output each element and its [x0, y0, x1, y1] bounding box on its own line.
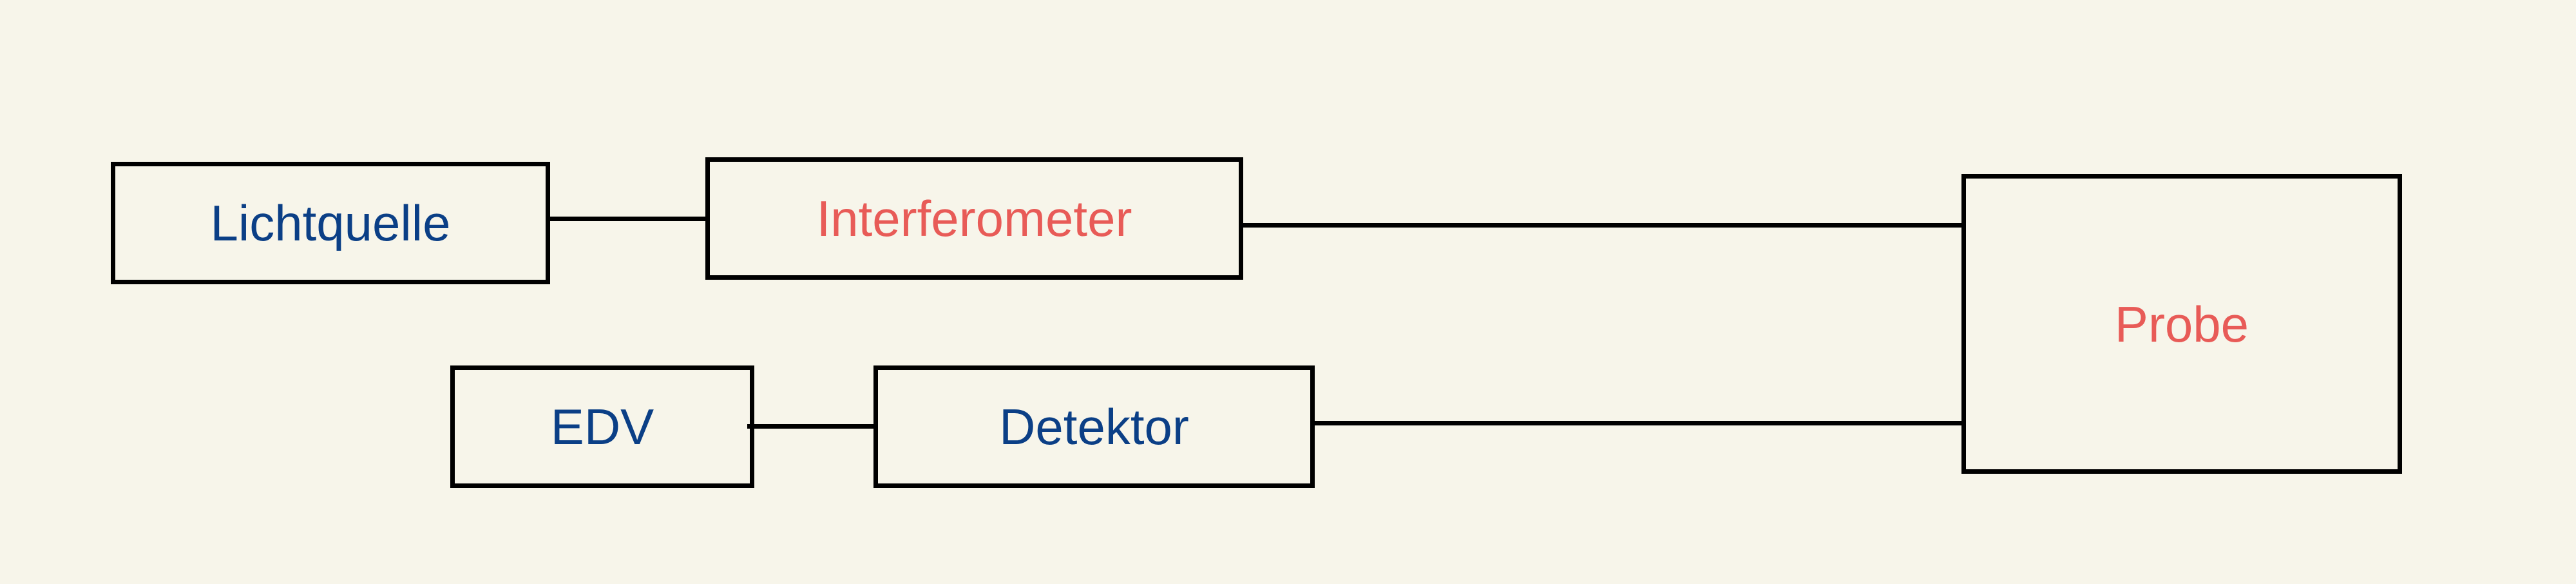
edv-box: EDV: [450, 365, 754, 488]
connector-lichtquelle-interferometer: [550, 217, 705, 221]
connector-edv-detektor: [747, 424, 873, 429]
interferometer-label: Interferometer: [816, 190, 1132, 247]
lichtquelle-box: Lichtquelle: [111, 162, 550, 284]
interferometer-box: Interferometer: [705, 157, 1243, 280]
connector-interferometer-probe: [1243, 223, 1961, 228]
connector-detektor-probe: [1315, 421, 1961, 425]
edv-label: EDV: [550, 398, 654, 455]
lichtquelle-label: Lichtquelle: [210, 195, 451, 251]
detektor-label: Detektor: [999, 398, 1189, 455]
probe-box: Probe: [1961, 174, 2402, 474]
probe-label: Probe: [2114, 295, 2249, 353]
detektor-box: Detektor: [873, 365, 1315, 488]
